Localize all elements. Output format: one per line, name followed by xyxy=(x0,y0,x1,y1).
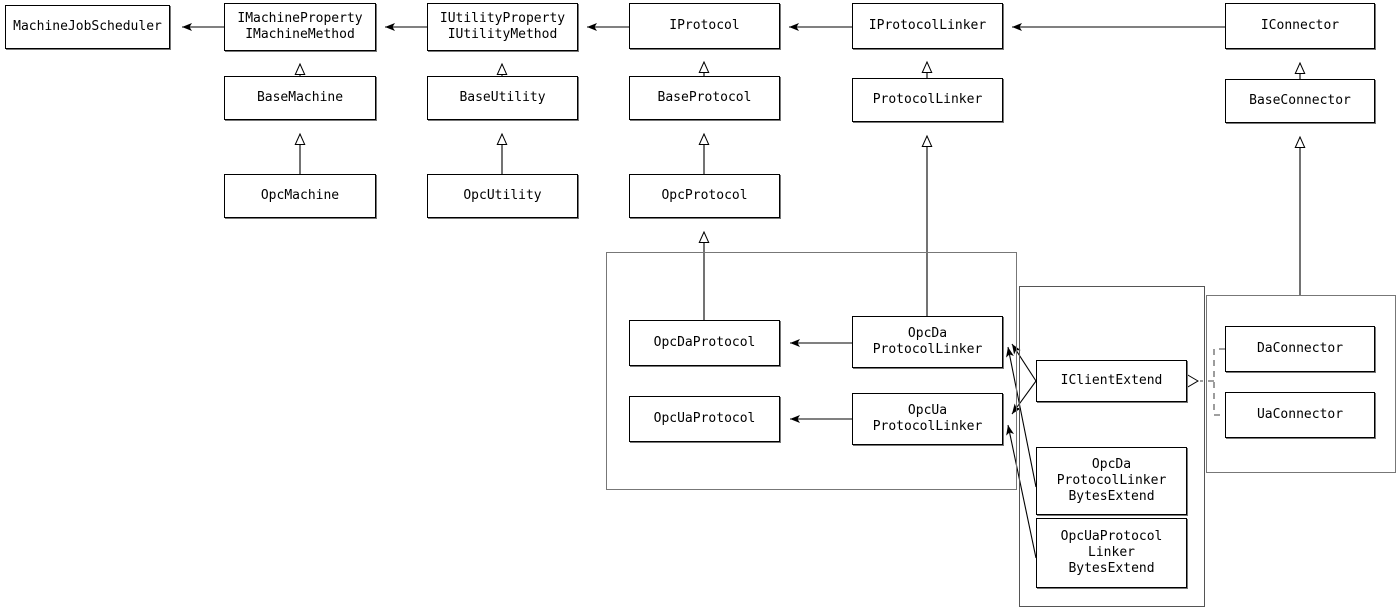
class-node-base-protocol[interactable]: BaseProtocol xyxy=(629,76,780,120)
class-node-base-connector[interactable]: BaseConnector xyxy=(1225,79,1375,123)
class-label: OpcUa ProtocolLinker xyxy=(872,402,983,434)
class-label: OpcProtocol xyxy=(661,187,748,203)
class-node-protocol-linker[interactable]: ProtocolLinker xyxy=(852,78,1003,122)
class-node-opc-utility[interactable]: OpcUtility xyxy=(427,174,578,218)
class-label: OpcDaProtocol xyxy=(653,334,756,350)
class-label: IProtocol xyxy=(669,17,740,33)
class-node-base-machine[interactable]: BaseMachine xyxy=(224,76,376,120)
class-node-iclient-extend[interactable]: IClientExtend xyxy=(1036,360,1187,402)
class-node-iprotocol[interactable]: IProtocol xyxy=(629,3,780,49)
class-node-opcda-linker-bytes-extend[interactable]: OpcDa ProtocolLinker BytesExtend xyxy=(1036,447,1187,515)
class-node-iprotocol-linker[interactable]: IProtocolLinker xyxy=(852,3,1003,49)
class-node-imachine-property[interactable]: IMachineProperty IMachineMethod xyxy=(224,3,376,51)
class-node-ua-connector[interactable]: UaConnector xyxy=(1225,392,1375,438)
group-protocol-container xyxy=(606,252,1017,490)
class-label: MachineJobScheduler xyxy=(13,18,162,34)
class-label: DaConnector xyxy=(1256,340,1344,356)
class-node-iutility-property[interactable]: IUtilityProperty IUtilityMethod xyxy=(427,3,578,51)
class-node-opc-machine[interactable]: OpcMachine xyxy=(224,174,376,218)
class-node-base-utility[interactable]: BaseUtility xyxy=(427,76,578,120)
class-label: IConnector xyxy=(1260,17,1340,33)
class-node-opc-ua-protocol[interactable]: OpcUaProtocol xyxy=(629,396,780,442)
class-label: OpcUaProtocol Linker BytesExtend xyxy=(1060,528,1163,577)
class-node-opc-protocol[interactable]: OpcProtocol xyxy=(629,174,780,218)
class-label: BaseProtocol xyxy=(657,89,752,105)
class-label: BaseMachine xyxy=(256,89,344,105)
group-connector-container xyxy=(1206,295,1396,473)
class-label: BaseUtility xyxy=(459,89,546,105)
class-node-opc-ua-protocol-linker[interactable]: OpcUa ProtocolLinker xyxy=(852,393,1003,445)
class-label: UaConnector xyxy=(1256,406,1344,422)
class-node-opc-da-protocol-linker[interactable]: OpcDa ProtocolLinker xyxy=(852,316,1003,368)
class-node-machine-job-scheduler[interactable]: MachineJobScheduler xyxy=(5,5,170,49)
class-label: IUtilityProperty IUtilityMethod xyxy=(439,10,566,42)
class-node-opc-da-protocol[interactable]: OpcDaProtocol xyxy=(629,320,780,366)
class-label: IClientExtend xyxy=(1060,372,1163,388)
class-node-iconnector[interactable]: IConnector xyxy=(1225,3,1375,49)
class-label: OpcDa ProtocolLinker xyxy=(872,325,983,357)
class-label: ProtocolLinker xyxy=(872,91,983,107)
class-label: OpcUaProtocol xyxy=(653,410,756,426)
class-label: IProtocolLinker xyxy=(868,17,987,33)
class-node-da-connector[interactable]: DaConnector xyxy=(1225,326,1375,372)
class-label: BaseConnector xyxy=(1249,92,1351,108)
class-label: OpcUtility xyxy=(463,187,542,203)
class-label: OpcDa ProtocolLinker BytesExtend xyxy=(1056,456,1167,505)
class-label: OpcMachine xyxy=(260,187,340,203)
class-label: IMachineProperty IMachineMethod xyxy=(237,10,363,42)
class-node-opcua-linker-bytes-extend[interactable]: OpcUaProtocol Linker BytesExtend xyxy=(1036,518,1187,588)
